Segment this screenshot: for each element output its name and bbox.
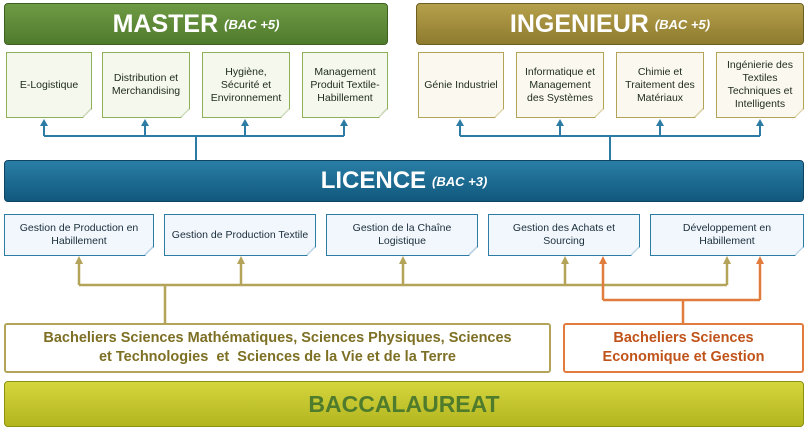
bacheliers-main-connectors (77, 262, 729, 323)
licence-item-production-habillement: Gestion de Production en Habillement (4, 214, 154, 256)
master-title: MASTER (112, 9, 219, 38)
bacheliers-eco-connectors (601, 262, 762, 323)
bacheliers-sciences-line2: et Technologies et Sciences de la Vie et… (98, 349, 456, 365)
bacheliers-eco-arrowheads (599, 256, 764, 264)
bacheliers-main-arrowheads (75, 256, 731, 264)
ingenieur-subtitle: (BAC +5) (654, 16, 711, 32)
master-banner: MASTER (BAC +5) (4, 3, 388, 45)
ingenieur-banner: INGENIEUR (BAC +5) (416, 3, 804, 45)
arrow-up-icon (75, 256, 83, 264)
arrow-up-icon (141, 119, 149, 126)
ingenieur-connectors (459, 124, 761, 160)
licence-subtitle: (BAC +3) (432, 173, 488, 189)
licence-title: LICENCE (320, 167, 427, 194)
master-item-distribution: Distribution et Merchandising (102, 52, 190, 118)
bacheliers-economie-line1: Bacheliers Sciences (613, 330, 754, 346)
arrow-up-icon (561, 256, 569, 264)
ingenieur-arrowheads (456, 119, 764, 126)
bacheliers-economie-box: Bacheliers Sciences Economique et Gestio… (563, 323, 804, 373)
licence-item-production-textile: Gestion de Production Textile (164, 214, 316, 256)
ingenieur-item-genie-industriel: Génie Industriel (418, 52, 504, 118)
master-connectors (43, 124, 345, 160)
arrow-up-icon (241, 119, 249, 126)
ingenieur-item-chimie: Chimie et Traitement des Matériaux (616, 52, 704, 118)
arrow-up-icon (756, 119, 764, 126)
licence-item-developpement-habillement: Développement en Habillement (650, 214, 804, 256)
licence-item-achats-sourcing: Gestion des Achats et Sourcing (488, 214, 640, 256)
arrow-up-icon (340, 119, 348, 126)
arrow-up-icon (656, 119, 664, 126)
master-subtitle: (BAC +5) (224, 16, 280, 32)
bacheliers-sciences-line1: Bacheliers Sciences Mathématiques, Scien… (43, 330, 512, 346)
master-item-e-logistique: E-Logistique (6, 52, 92, 118)
licence-banner: LICENCE (BAC +3) (4, 160, 804, 202)
baccalaureat-title: BACCALAUREAT (308, 390, 500, 417)
arrow-up-icon (40, 119, 48, 126)
master-arrowheads (40, 119, 348, 126)
master-item-hse: Hygiène, Sécurité et Environnement (202, 52, 290, 118)
master-item-management-textile: Management Produit Textile-Habillement (302, 52, 388, 118)
ingenieur-item-textiles-techniques: Ingénierie des Textiles Techniques et In… (716, 52, 804, 118)
bacheliers-economie-line2: Economique et Gestion (602, 349, 765, 365)
licence-item-chaine-logistique: Gestion de la Chaîne Logistique (326, 214, 478, 256)
ingenieur-item-informatique: Informatique et Management des Systèmes (516, 52, 604, 118)
bacheliers-sciences-box: Bacheliers Sciences Mathématiques, Scien… (4, 323, 551, 373)
baccalaureat-banner: BACCALAUREAT (4, 381, 804, 427)
arrow-up-icon (599, 256, 607, 264)
ingenieur-title: INGENIEUR (509, 9, 649, 38)
arrow-up-icon (399, 256, 407, 264)
arrow-up-icon (556, 119, 564, 126)
arrow-up-icon (723, 256, 731, 264)
arrow-up-icon (237, 256, 245, 264)
arrow-up-icon (456, 119, 464, 126)
arrow-up-icon (756, 256, 764, 264)
